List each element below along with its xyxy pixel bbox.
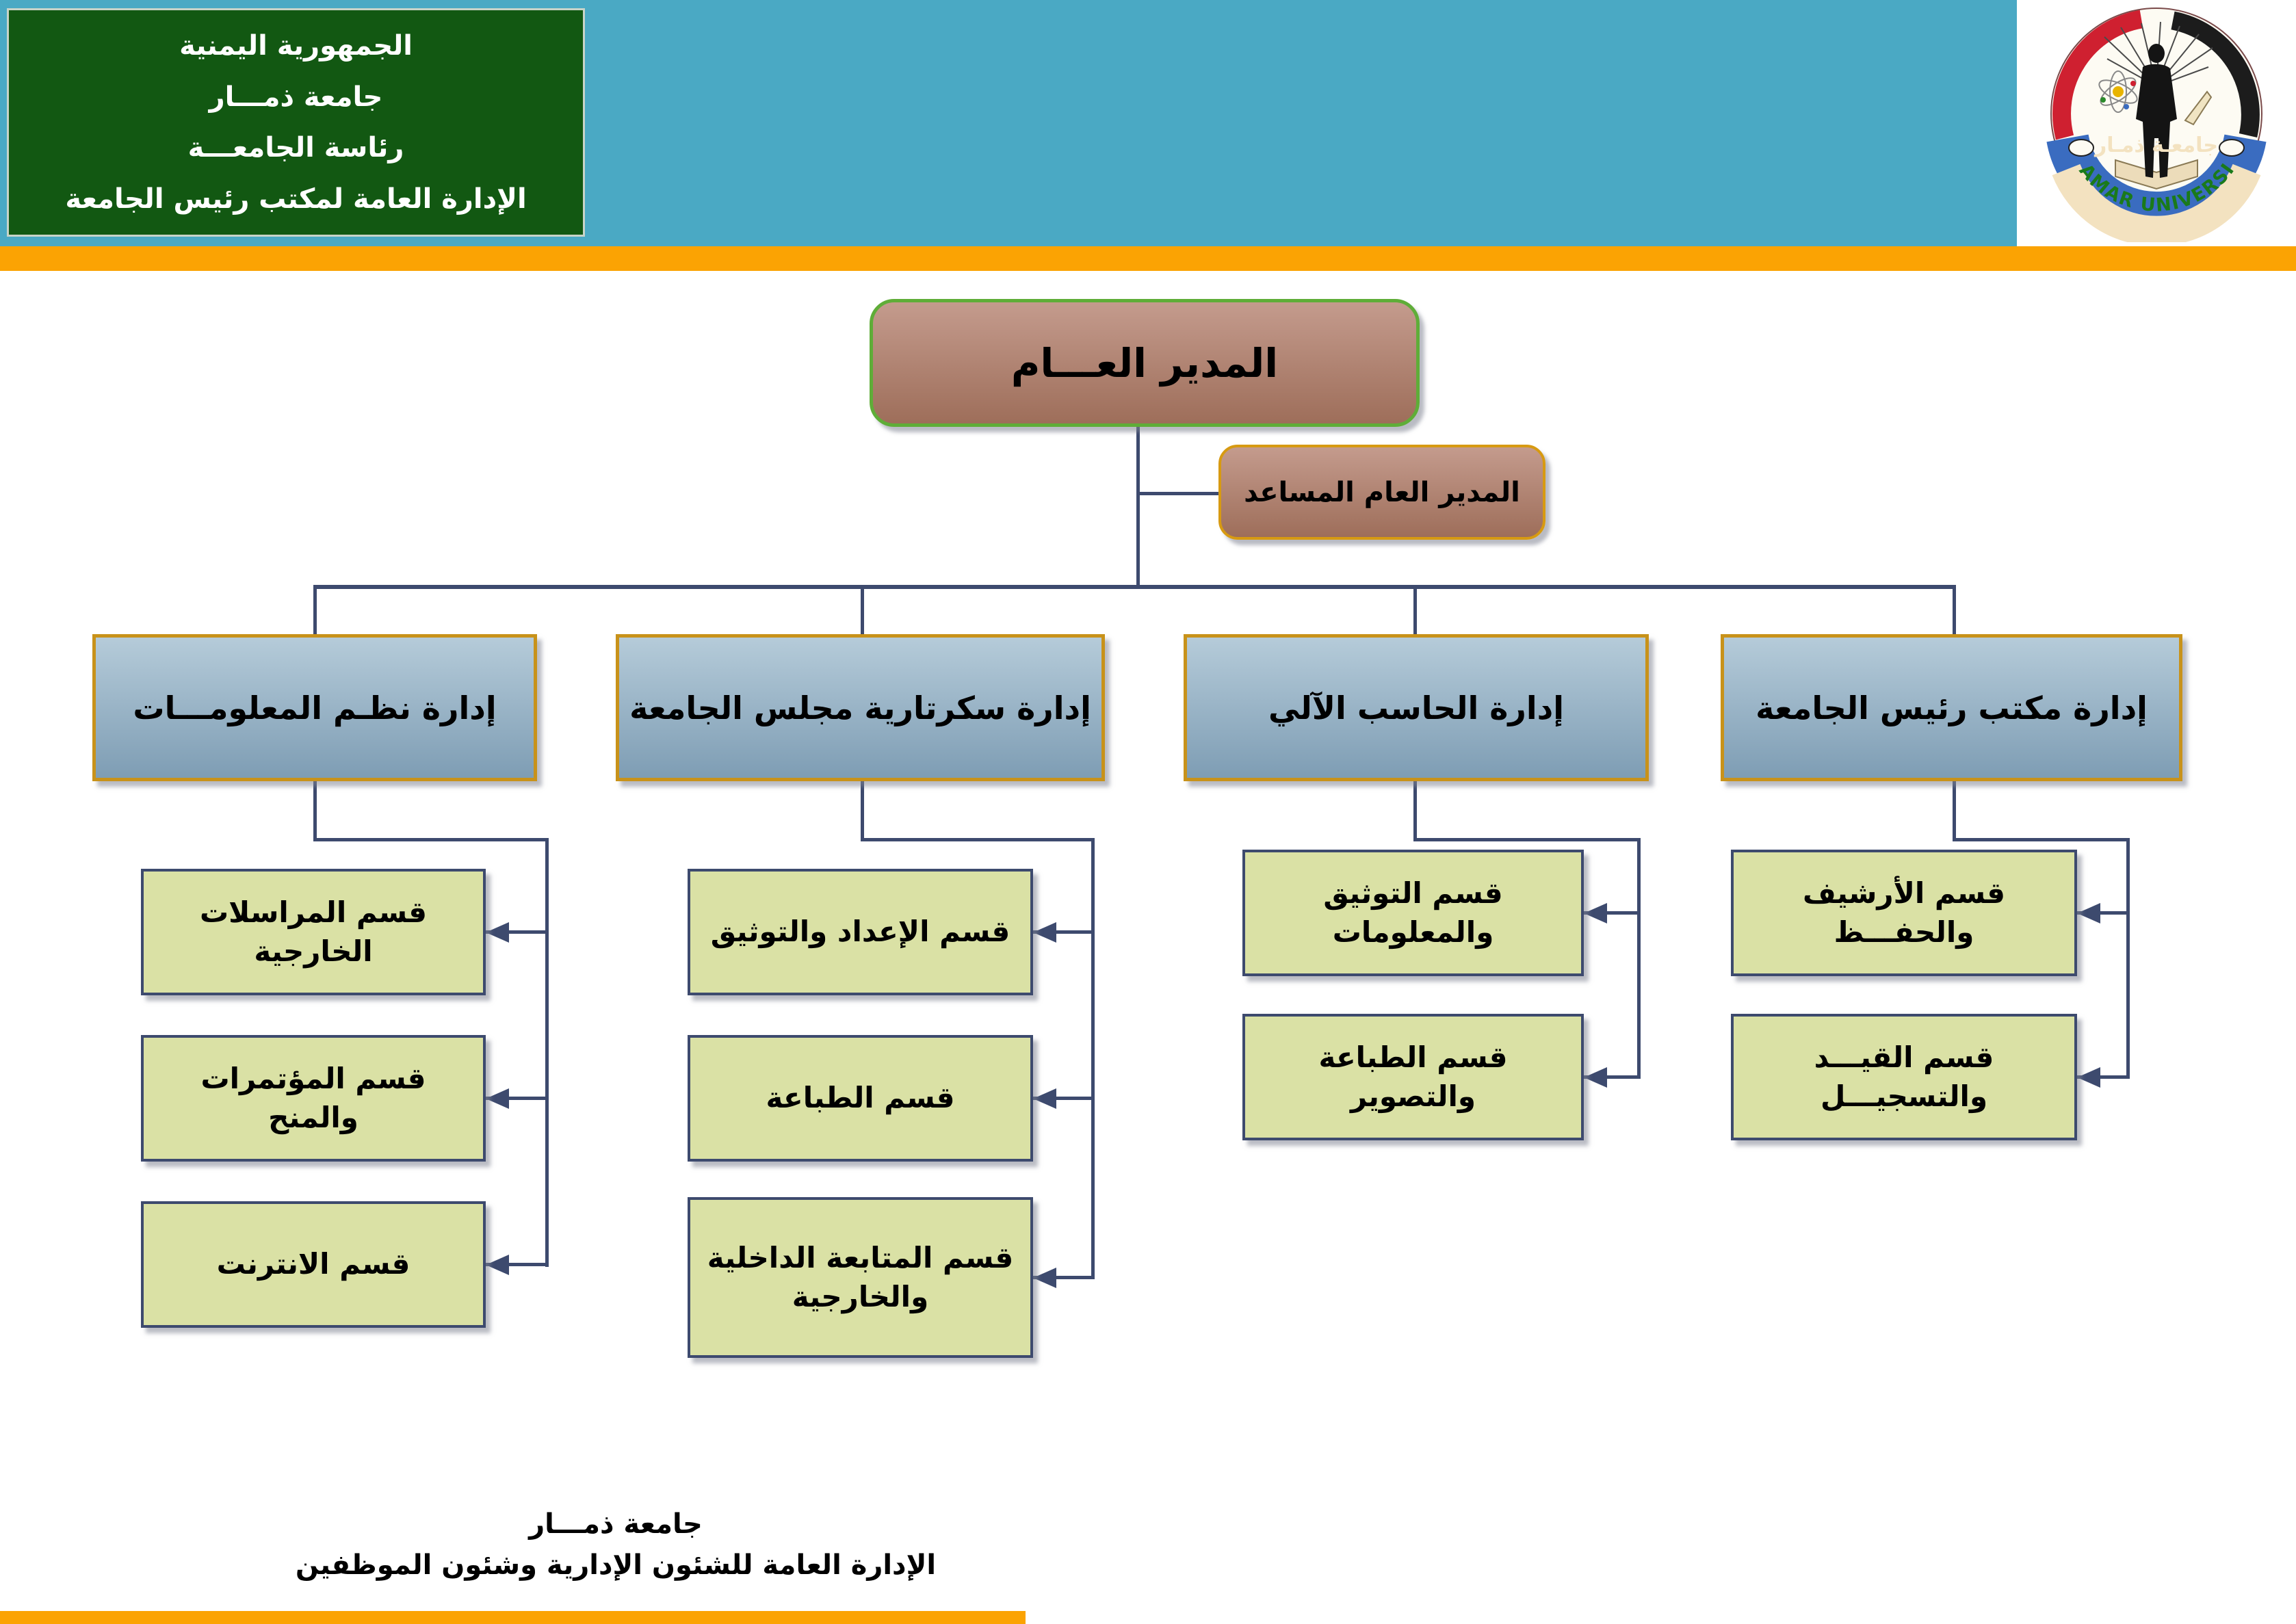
arrowhead-col4-1-icon xyxy=(2077,903,2100,924)
footer-line-1: جامعة ذمـــار xyxy=(529,1508,703,1540)
node-section-printing-photocopying: قسم الطباعة والتصوير xyxy=(1242,1014,1584,1140)
node-general-manager: المدير العـــام xyxy=(870,299,1420,427)
node-section-internet: قسم الانترنت xyxy=(141,1201,486,1328)
connector-col2-drop xyxy=(861,781,864,841)
connector-stub-dept-3 xyxy=(1413,585,1417,634)
node-dept-council-secretariat: إدارة سكرتارية مجلس الجامعة xyxy=(616,634,1105,781)
arrowhead-col1-1-icon xyxy=(486,922,509,943)
arrowhead-col2-2-icon xyxy=(1033,1088,1056,1109)
footer-caption: جامعة ذمـــار الإدارة العامة للشئون الإد… xyxy=(103,1508,1129,1581)
node-section-conferences-grants: قسم المؤتمرات والمنح xyxy=(141,1035,486,1162)
connector-stub-dept-1 xyxy=(313,585,317,634)
arrowhead-col4-2-icon xyxy=(2077,1067,2100,1088)
node-section-preparation-documentation: قسم الإعداد والتوثيق xyxy=(688,869,1033,995)
header-accent-bar xyxy=(0,246,2296,271)
connector-col4-side xyxy=(2126,838,2130,1079)
connector-col1-side xyxy=(545,838,549,1267)
node-section-external-correspondence: قسم المراسلات الخارجية xyxy=(141,869,486,995)
node-dept-information-systems: إدارة نظـم المعلومـــات xyxy=(92,634,537,781)
connector-col1-arrow-line-3 xyxy=(486,1263,547,1266)
university-logo-icon: جامعـة ذمـار THAMAR UNIVERSITY xyxy=(2039,4,2267,242)
footer-accent-bar xyxy=(0,1611,1026,1624)
connector-stub-dept-4 xyxy=(1953,585,1956,634)
connector-col3-jog xyxy=(1413,838,1641,841)
logo-name-arabic: جامعـة ذمـار xyxy=(2093,133,2218,157)
node-assistant-general-manager: المدير العام المساعد xyxy=(1218,445,1545,540)
connector-col3-arrow-line-1 xyxy=(1584,911,1640,915)
connector-col3-arrow-line-2 xyxy=(1584,1075,1640,1079)
connector-col2-arrow-line-1 xyxy=(1033,930,1093,934)
arrowhead-col2-1-icon xyxy=(1033,922,1056,943)
org-title-line-4: الإدارة العامة لمكتب رئيس الجامعة xyxy=(65,183,527,215)
node-section-enrollment-registration: قسم القيـــد والتسجيـــل xyxy=(1731,1014,2077,1140)
logo-area: جامعـة ذمـار THAMAR UNIVERSITY xyxy=(2017,0,2296,246)
node-section-archive-preservation: قسم الأرشيف والحفـــظ xyxy=(1731,850,2077,976)
org-title-panel: الجمهورية اليمنية جامعة ذمـــار رئاسة ال… xyxy=(7,8,585,237)
org-title-line-1: الجمهورية اليمنية xyxy=(179,29,413,62)
org-title-line-2: جامعة ذمـــار xyxy=(209,81,383,113)
node-dept-computer: إدارة الحاسب الآلي xyxy=(1184,634,1649,781)
arrowhead-col1-2-icon xyxy=(486,1088,509,1109)
connector-col1-drop xyxy=(313,781,317,841)
connector-stub-dept-2 xyxy=(861,585,864,634)
connector-main-horizontal xyxy=(313,585,1955,589)
arrowhead-col1-3-icon xyxy=(486,1255,509,1275)
node-section-documentation-information: قسم التوثيق والمعلومات xyxy=(1242,850,1584,976)
connector-col2-arrow-line-3 xyxy=(1033,1276,1093,1279)
connector-col2-side xyxy=(1091,838,1095,1279)
connector-col4-arrow-line-2 xyxy=(2077,1075,2130,1079)
org-title-line-3: رئاسة الجامعـــة xyxy=(187,132,404,164)
connector-col1-jog xyxy=(313,838,549,841)
connector-col2-arrow-line-2 xyxy=(1033,1097,1093,1100)
connector-col2-jog xyxy=(861,838,1095,841)
connector-root-vertical xyxy=(1136,427,1140,588)
arrowhead-col3-1-icon xyxy=(1584,903,1607,924)
connector-col4-jog xyxy=(1953,838,2130,841)
arrowhead-col2-3-icon xyxy=(1033,1268,1056,1288)
arrowhead-col3-2-icon xyxy=(1584,1067,1607,1088)
connector-assistant-horizontal xyxy=(1136,492,1218,495)
connector-col1-arrow-line-1 xyxy=(486,930,547,934)
node-dept-president-office: إدارة مكتب رئيس الجامعة xyxy=(1721,634,2182,781)
connector-col3-drop xyxy=(1413,781,1417,841)
footer-line-2: الإدارة العامة للشئون الإدارية وشئون الم… xyxy=(295,1549,937,1581)
node-section-printing: قسم الطباعة xyxy=(688,1035,1033,1162)
connector-col1-arrow-line-2 xyxy=(486,1097,547,1100)
node-section-internal-external-followup: قسم المتابعة الداخلية والخارجية xyxy=(688,1197,1033,1358)
connector-col3-side xyxy=(1637,838,1641,1079)
connector-col4-drop xyxy=(1953,781,1956,841)
connector-col4-arrow-line-1 xyxy=(2077,911,2130,915)
